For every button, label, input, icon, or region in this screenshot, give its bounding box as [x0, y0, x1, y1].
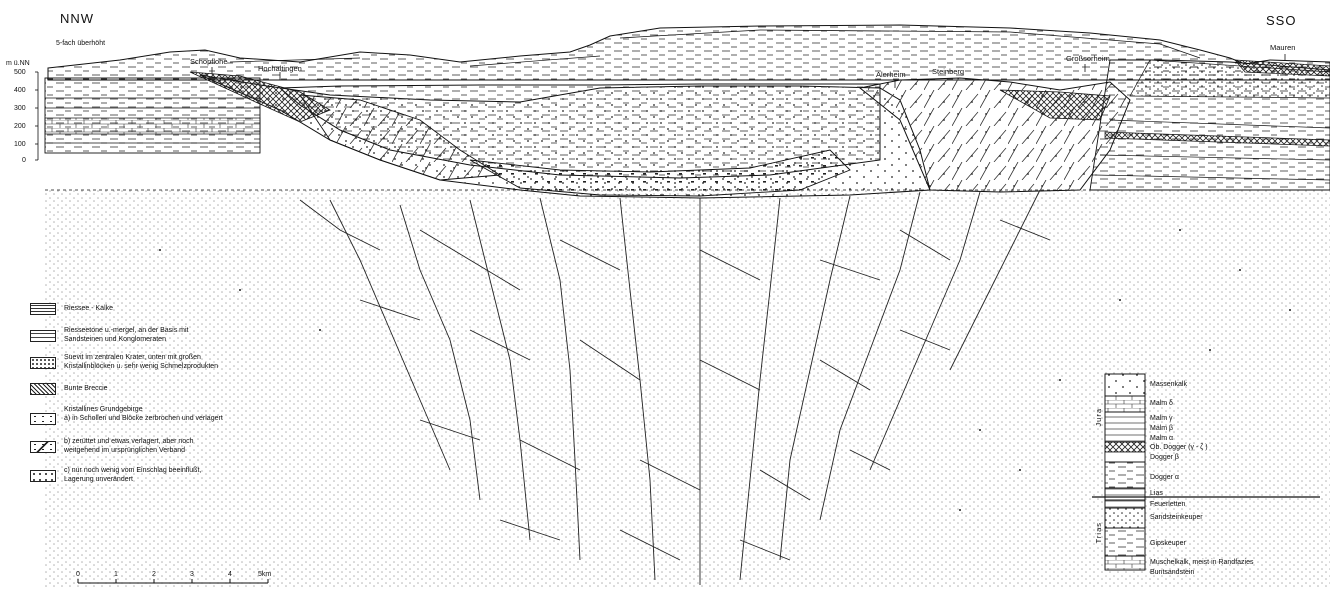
place-label: Schopflohe	[190, 58, 228, 66]
place-label: Steinberg	[932, 68, 964, 76]
axis-tick: 400	[14, 87, 26, 94]
scale-tick: 5km	[258, 571, 271, 578]
strat-unit: Malm γ	[1150, 415, 1173, 423]
legend-swatch	[30, 357, 56, 369]
axis-tick: 500	[14, 69, 26, 76]
strat-unit: Lias	[1150, 490, 1163, 498]
scale-tick: 3	[190, 571, 194, 578]
strat-unit: Malm δ	[1150, 400, 1173, 408]
strat-unit: Muschelkalk, meist in Randfazies	[1150, 559, 1254, 567]
place-label: Alerheim	[876, 71, 906, 79]
strat-unit: Malm α	[1150, 435, 1173, 443]
trias-label: Trias	[1094, 522, 1103, 543]
legend-label: Suevit im zentralen Krater, unten mit gr…	[64, 353, 218, 371]
strat-unit: Ob. Dogger (γ - ζ )	[1150, 444, 1208, 452]
strat-unit: Buntsandstein	[1150, 569, 1194, 577]
axis-tick: 200	[14, 123, 26, 130]
legend-label: c) nur noch wenig vom Einschlag beeinflu…	[64, 466, 201, 484]
legend-swatch	[30, 303, 56, 315]
strat-unit: Feuerletten	[1150, 501, 1185, 509]
legend-label: Riessee - Kalke	[64, 304, 113, 313]
place-label: Hochaltingen	[258, 65, 302, 73]
strat-unit: Dogger α	[1150, 474, 1179, 482]
strat-unit: Sandsteinkeuper	[1150, 514, 1203, 522]
strat-unit: Gipskeuper	[1150, 540, 1186, 548]
scale-tick: 2	[152, 571, 156, 578]
direction-left: NNW	[60, 12, 94, 25]
legend-label: Kristallines Grundgebirge a) in Schollen…	[64, 405, 223, 423]
strat-unit: Dogger β	[1150, 454, 1179, 462]
scale-tick: 0	[76, 571, 80, 578]
jura-label: Jura	[1094, 408, 1103, 427]
exaggeration-note: 5-fach überhöht	[56, 40, 105, 47]
axis-tick: 100	[14, 141, 26, 148]
depth-axis	[35, 72, 38, 160]
scale-tick: 1	[114, 571, 118, 578]
right-sediment-flank	[1090, 60, 1330, 190]
axis-unit: m ü.NN	[6, 60, 30, 67]
legend-swatch	[30, 441, 56, 453]
axis-tick: 300	[14, 105, 26, 112]
strat-unit: Malm β	[1150, 425, 1173, 433]
legend-swatch	[30, 413, 56, 425]
axis-tick: 0	[22, 157, 26, 164]
direction-right: SSO	[1266, 14, 1296, 27]
place-label: Großsorheim	[1066, 55, 1110, 63]
legend-swatch	[30, 383, 56, 395]
place-label: Mauren	[1270, 44, 1295, 52]
legend-swatch	[30, 330, 56, 342]
scale-tick: 4	[228, 571, 232, 578]
legend-label: Bunte Breccie	[64, 384, 108, 393]
legend-label: Riesseetone u.-mergel, an der Basis mit …	[64, 326, 189, 344]
strat-unit: Massenkalk	[1150, 381, 1187, 389]
legend-swatch	[30, 470, 56, 482]
legend-label: b) zerüttet und etwas verlagert, aber no…	[64, 437, 194, 455]
